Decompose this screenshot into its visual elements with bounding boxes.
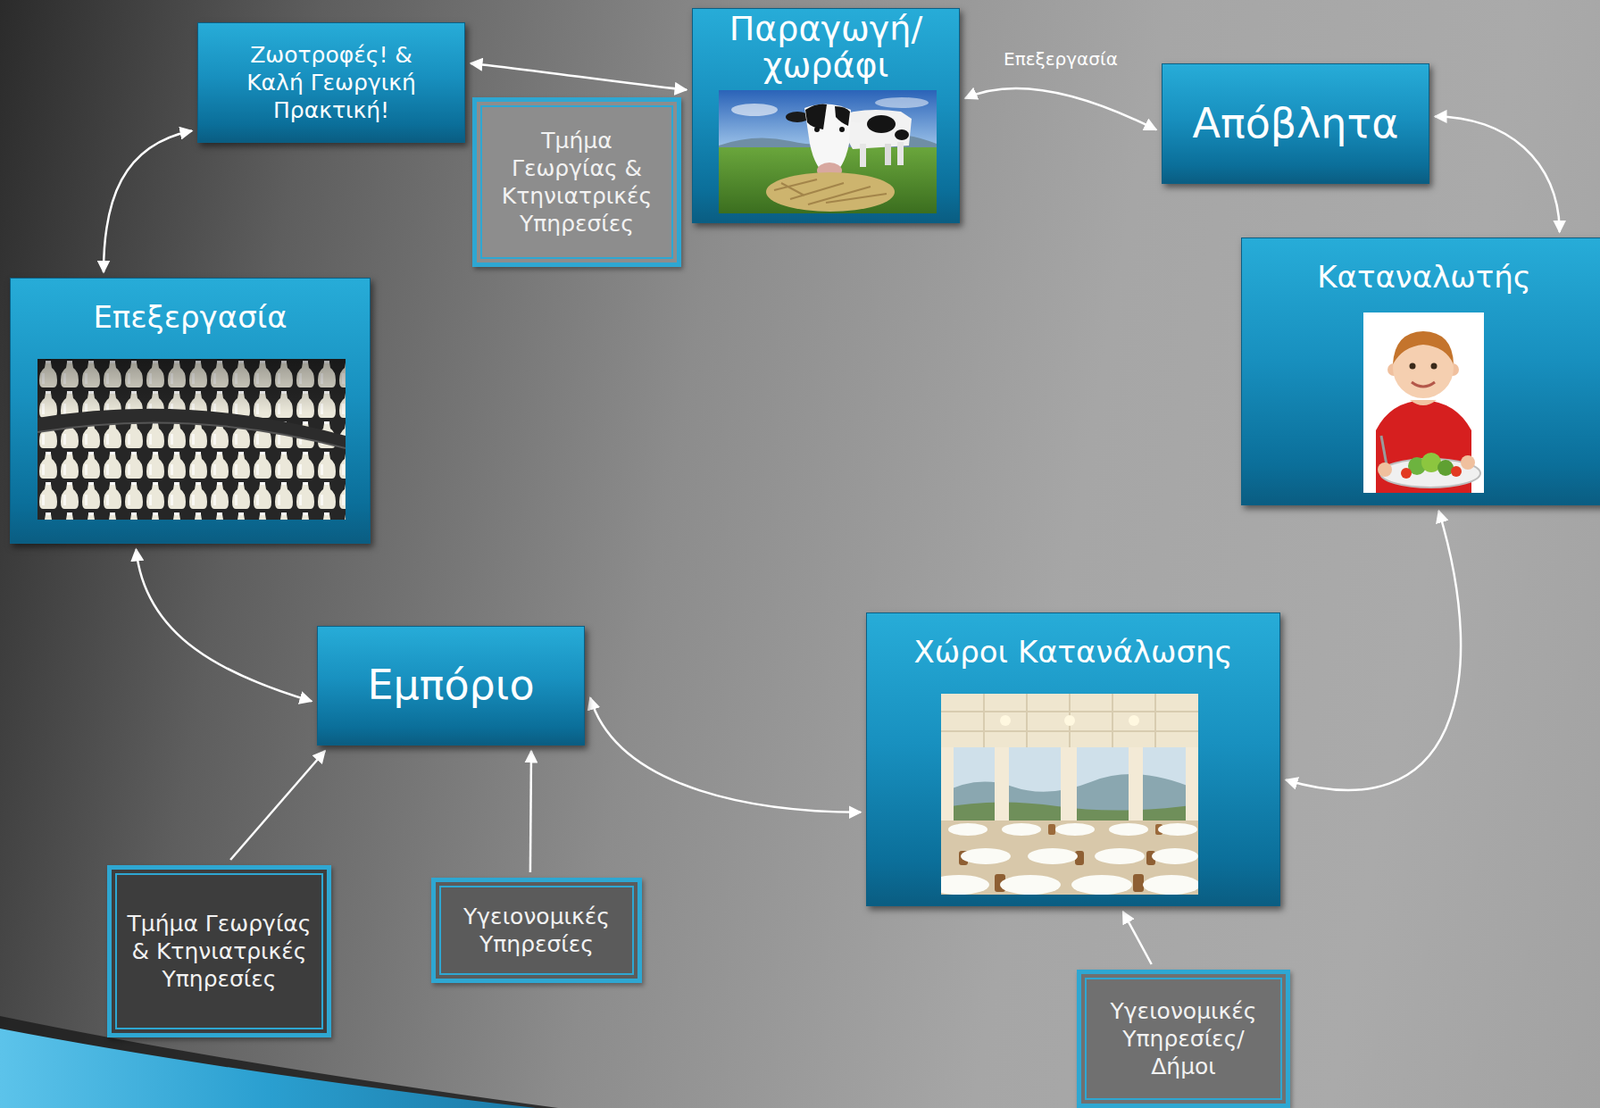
connector-arrow [103,131,192,274]
box-label: Υγειονομικές Υπηρεσίες [447,902,626,959]
art-part [897,141,904,166]
art-part [1431,363,1438,370]
agency-box: Τμήμα Γεωργίας & Κτηνιατρικές Υπηρεσίες [472,97,682,267]
art-part [1363,312,1484,493]
art-part [37,422,346,449]
art-part [1000,715,1011,726]
art-part [941,693,1199,895]
box-label: Παραγωγή/ χωράφι [696,10,956,84]
box-label: Επεξεργασία [20,298,360,337]
child-photo [1363,312,1484,493]
art-part [1151,848,1199,865]
connector-arrow [1434,116,1560,233]
connector-arrow [1285,510,1461,791]
box-label: Εμπόριο [325,659,576,712]
connector-arrow [590,697,861,812]
stage-box: Επεξεργασία [9,277,371,544]
box-label: Τμήμα Γεωργίας & Κτηνιατρικές Υπηρεσίες [123,909,316,994]
box-label: Τμήμα Γεωργίας & Κτηνιατρικές Υπηρεσίες [485,126,668,239]
connector-arrow [135,549,312,701]
connector-arrow [530,750,532,873]
art-part [894,129,909,141]
art-part [1001,823,1042,836]
art-part [1128,747,1143,828]
art-part [1450,466,1462,477]
art-part [960,848,1011,865]
stage-box: Χώροι Κατανάλωσης [866,612,1281,907]
art-part [37,358,346,413]
art-part [948,823,988,836]
art-part [1392,331,1454,365]
art-part [941,693,1199,750]
restaurant-photo [941,693,1199,895]
art-part [1460,455,1475,470]
art-part [1000,875,1061,895]
box-label: Απόβλητα [1170,98,1421,150]
art-part [834,106,850,126]
connector-arrow [470,63,687,91]
box-label: Χώροι Κατανάλωσης [876,633,1270,672]
box-label: Ζωοτροφές! & Καλή Γεωργική Πρακτική! [228,41,434,125]
art-part [839,126,845,133]
art-part [941,747,954,828]
stage-box: Παραγωγή/ χωράφι [691,8,960,224]
art-part [1133,874,1144,892]
connector-arrow [1123,911,1152,965]
art-part [866,115,896,134]
art-part [37,358,346,520]
art-part [37,358,346,520]
art-part [1158,823,1198,836]
art-part [766,172,895,212]
art-part [1071,875,1133,895]
art-part [805,104,827,130]
connector-arrow [230,750,325,860]
art-part [0,1028,536,1108]
art-part [1055,823,1095,836]
art-part [1060,747,1077,828]
edge-label: Επεξεργασία [1003,48,1118,70]
art-part [1185,747,1199,828]
stage-box: Καταναλωτής [1241,237,1600,506]
agency-box: Τμήμα Γεωργίας & Κτηνιατρικές Υπηρεσίες [107,865,332,1038]
art-part [37,408,346,449]
connector-arrow [965,88,1157,130]
art-part [774,179,887,205]
art-part [1048,824,1056,835]
art-part [859,143,867,167]
art-part [1064,715,1075,726]
art-part [941,693,1199,750]
art-part [1128,715,1140,726]
art-part [1437,459,1454,476]
art-part [1027,848,1078,865]
bottling-photo [37,358,346,520]
art-part [731,103,778,117]
art-part [1377,462,1392,477]
art-part [884,143,892,166]
art-part [814,126,820,133]
art-part [1108,823,1149,836]
agency-box: Υγειονομικές Υπηρεσίες [431,877,642,984]
box-label: Καταναλωτής [1254,258,1594,297]
art-part [1142,875,1199,895]
stage-box: Ζωοτροφές! & Καλή Γεωργική Πρακτική! [197,22,466,143]
art-part [875,97,929,109]
art-part [994,747,1009,828]
box-label: Υγειονομικές Υπηρεσίες/ Δήμοι [1091,997,1275,1082]
art-part [1400,467,1412,479]
art-part [1409,363,1417,370]
stage-box: Απόβλητα [1161,63,1430,184]
art-part [1411,382,1435,387]
cow-photo [718,90,937,214]
art-part [1094,848,1145,865]
stage-box: Εμπόριο [316,625,585,746]
art-part [1409,400,1437,406]
agency-box: Υγειονομικές Υπηρεσίες/ Δήμοι [1076,969,1291,1108]
art-part [941,875,990,895]
